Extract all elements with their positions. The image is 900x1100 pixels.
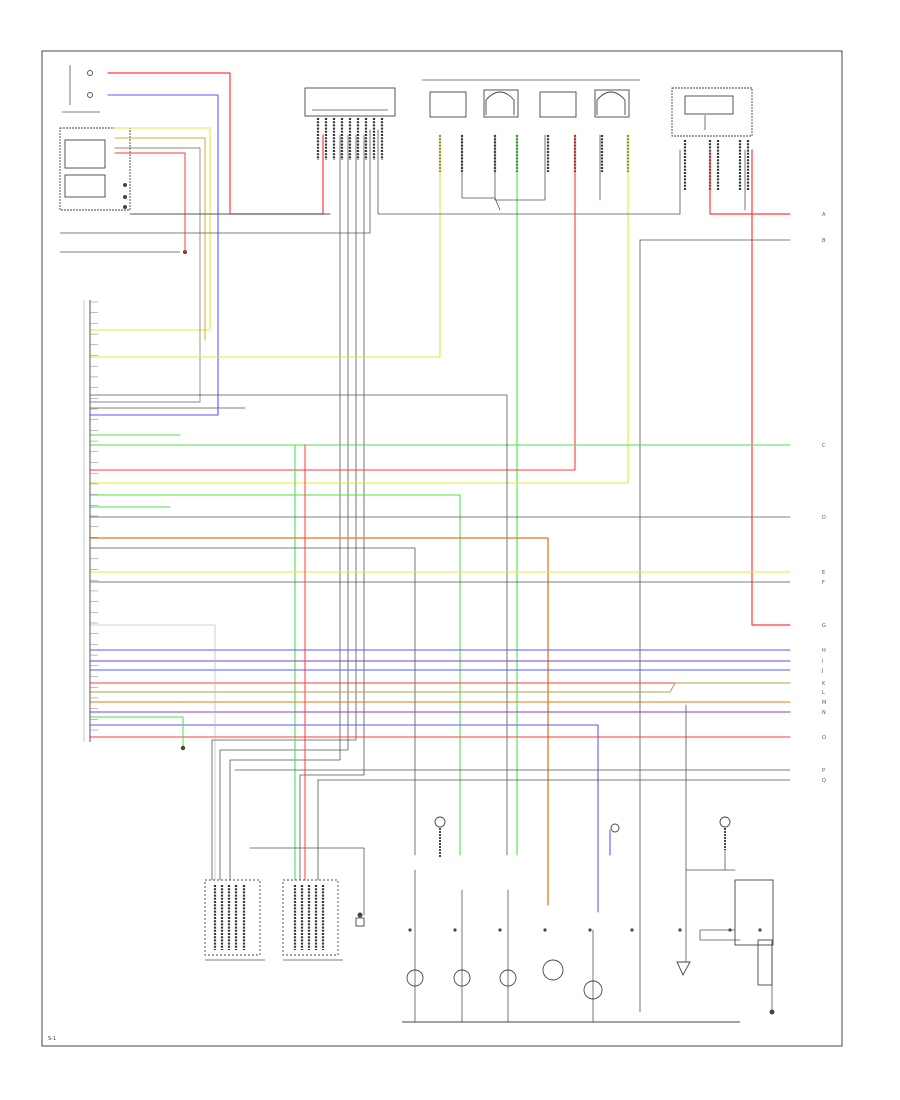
- wire-gray-down-2: [219, 134, 349, 881]
- right-terminal-label: O: [822, 735, 826, 741]
- wire-gray-inj: [461, 134, 501, 211]
- right-terminal-label: M: [822, 700, 826, 706]
- right-terminal-label: Q: [822, 778, 826, 784]
- wire-gray-bottom-4: [249, 847, 365, 916]
- right-terminal-label: B: [822, 238, 826, 244]
- wire-olive-switch: [114, 137, 206, 341]
- right-terminal-label: F: [822, 580, 825, 586]
- wire-layer: [89, 72, 791, 1023]
- bottom-left-pins: [213, 885, 325, 950]
- ecu-connector: [83, 300, 91, 742]
- wire-gray-h4: [89, 547, 416, 856]
- wire-yellow-switch: [89, 127, 211, 331]
- wire-red-relay: [709, 149, 791, 215]
- wire-red-switch: [114, 152, 186, 253]
- right-terminal-label: N: [822, 710, 826, 716]
- wire-gray-inj-link: [494, 134, 546, 201]
- wire-meter-8: [699, 929, 741, 941]
- wire-green-ground: [89, 716, 184, 749]
- right-relay-pins: [683, 140, 750, 190]
- combination-meter: [402, 879, 775, 1023]
- diagram-frame: [41, 50, 843, 1047]
- sensor-plug: [434, 816, 731, 858]
- fuel-injectors: [422, 79, 640, 118]
- wire-gray-bus-2: [184, 129, 371, 234]
- wire-orange: [89, 537, 549, 906]
- ground-point: [180, 745, 186, 751]
- bottom-left-connectors: [204, 879, 365, 961]
- wire-red-relay-down: [751, 149, 791, 626]
- right-terminal-label: E: [822, 570, 825, 576]
- right-relay: [671, 87, 753, 137]
- ecu-pin-labels: [90, 301, 98, 731]
- meter-terminal-3: [543, 928, 547, 932]
- wire-gray-switch: [89, 147, 201, 403]
- right-terminal-label: H: [822, 648, 826, 654]
- meter-terminal-1: [453, 928, 457, 932]
- meter-terminal-7: [728, 928, 732, 932]
- right-terminal-label: P: [822, 768, 825, 774]
- meter-terminal-2: [498, 928, 502, 932]
- right-terminal-label: J: [821, 668, 823, 674]
- relay-box-pins: [316, 118, 384, 160]
- right-terminal-label: K: [822, 681, 826, 687]
- wire-gray-dotted: [89, 624, 216, 881]
- wire-olive-bus: [89, 682, 791, 693]
- wire-red-inj: [89, 134, 576, 471]
- combination-meter-pins: [408, 928, 762, 932]
- meter-terminal-5: [630, 928, 634, 932]
- wire-blue-bus-3: [89, 724, 599, 856]
- wire-gray-down-3: [211, 134, 357, 881]
- right-terminal-label: D: [822, 515, 826, 521]
- main-relay-box: [304, 87, 396, 117]
- meter-terminal-8: [758, 928, 762, 932]
- top-left-switch: [59, 65, 187, 254]
- wire-yellow-inj: [89, 134, 441, 358]
- footer-label: S-1: [48, 1036, 56, 1042]
- wire-green-2: [89, 494, 461, 856]
- right-terminal-label: L: [822, 690, 825, 696]
- wire-gray-down-1: [229, 134, 341, 881]
- right-terminal-label: C: [822, 443, 826, 449]
- wire-gray-inj-bus: [377, 129, 681, 215]
- wire-yellow-inj-2: [89, 134, 629, 484]
- right-terminal-label: I: [822, 659, 823, 665]
- right-terminal-label: G: [822, 623, 826, 629]
- wire-blue-top: [89, 94, 219, 416]
- meter-terminal-0: [408, 928, 412, 932]
- wire-gray-down-4: [299, 134, 365, 881]
- right-terminal-label: A: [822, 212, 826, 218]
- meter-terminal-6: [678, 928, 682, 932]
- meter-terminal-4: [588, 928, 592, 932]
- wire-red-top: [107, 72, 324, 215]
